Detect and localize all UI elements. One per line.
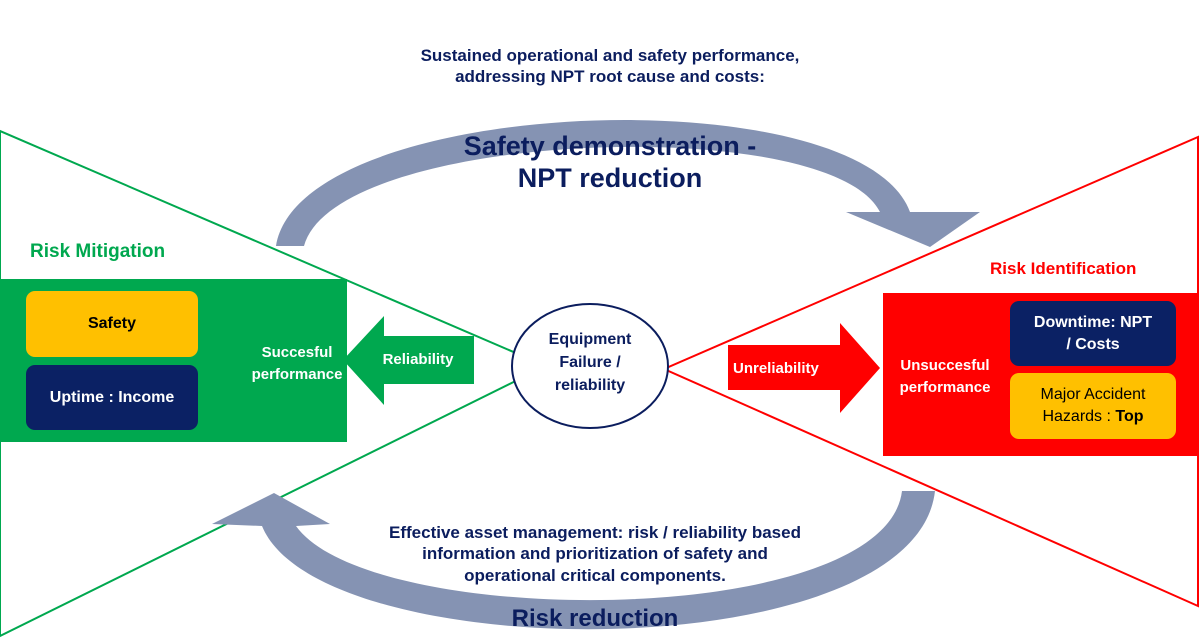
risk-identification-heading: Risk Identification	[990, 259, 1137, 278]
succesful-performance-label: Succesful performance	[222, 342, 372, 386]
bottom-caption-line-1: Effective asset management: risk / relia…	[389, 523, 801, 542]
center-line-2: Failure /	[559, 354, 621, 372]
bottom-title: Risk reduction	[511, 605, 679, 632]
unsuccesful-performance-label: Unsuccesful performance	[885, 355, 1005, 399]
center-text: Equipment Failure / reliability	[530, 328, 650, 398]
bottom-caption-line-3: operational critical components.	[464, 565, 726, 585]
downtime-line-1: Downtime: NPT	[1033, 313, 1153, 331]
top-caption: Sustained operational and safety perform…	[330, 45, 890, 88]
unreliability-label: Unreliability	[733, 360, 819, 377]
top-title-line-2: NPT reduction	[517, 163, 703, 194]
top-title-line-1: Safety demonstration -	[463, 131, 757, 161]
reliability-label: Reliability	[382, 351, 454, 368]
unsuccesful-performance-line-2: performance	[899, 378, 991, 396]
bottom-caption: Effective asset management: risk / relia…	[340, 522, 850, 586]
major-accident-hazards-box: Major Accident Hazards : Top	[1010, 373, 1176, 439]
center-ellipse	[511, 303, 669, 429]
top-title: Safety demonstration - NPT reduction	[400, 130, 820, 195]
reliability-arrow	[343, 316, 474, 405]
hazards-line-2: Hazards : Top	[1042, 406, 1143, 428]
hazards-top-label: Top	[1115, 408, 1144, 425]
downtime-npt-box: Downtime: NPT / Costs	[1010, 301, 1176, 366]
top-caption-line-1: Sustained operational and safety perform…	[420, 46, 800, 65]
succesful-performance-line-2: performance	[251, 365, 343, 383]
uptime-income-box: Uptime : Income	[26, 365, 198, 430]
bottom-curved-arrow	[212, 491, 935, 630]
hazards-line-2-text: Hazards :	[1042, 408, 1116, 425]
center-line-1: Equipment	[548, 331, 632, 348]
unsuccesful-performance-line-1: Unsuccesful	[900, 357, 990, 374]
succesful-performance-line-1: Succesful	[261, 344, 333, 361]
risk-mitigation-heading: Risk Mitigation	[30, 241, 166, 262]
safety-box: Safety	[26, 291, 198, 357]
downtime-line-2: / Costs	[1066, 335, 1120, 353]
hazards-line-1: Major Accident	[1040, 386, 1146, 404]
top-curved-arrow	[276, 120, 980, 247]
bottom-caption-line-2: information and prioritization of safety…	[422, 544, 768, 564]
center-line-3: reliability	[554, 377, 626, 395]
top-caption-line-2: addressing NPT root cause and costs:	[455, 67, 765, 87]
unreliability-arrow	[728, 323, 880, 413]
